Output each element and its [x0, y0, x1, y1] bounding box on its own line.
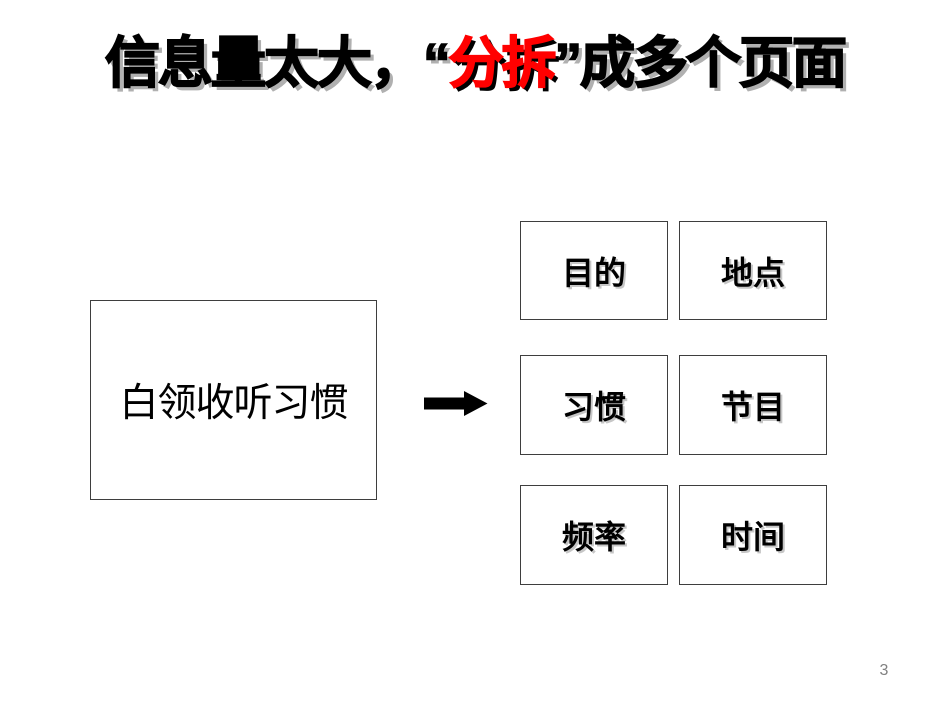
- right-arrow-icon: [424, 390, 488, 417]
- split-box-label: 地点: [720, 254, 785, 291]
- split-box-purpose: 目的: [520, 221, 668, 320]
- split-box-label: 时间: [720, 519, 785, 555]
- source-box: 白领收听习惯: [90, 300, 377, 500]
- title-prefix: 信息量太大，: [104, 31, 426, 95]
- page-number: 3: [879, 662, 889, 679]
- source-box-label: 白领收听习惯: [119, 382, 348, 425]
- split-box-label: 目的: [561, 254, 626, 291]
- title-suffix: 成多个页面: [579, 31, 848, 95]
- split-box-habit: 习惯: [520, 355, 668, 455]
- title-quote-open: “: [422, 31, 451, 95]
- split-box-label: 频率: [561, 519, 626, 555]
- split-box-program: 节目: [679, 355, 827, 455]
- split-box-time: 时间: [679, 485, 827, 585]
- split-box-location: 地点: [679, 221, 827, 320]
- split-box-frequency: 频率: [520, 485, 668, 585]
- title-quote-close: ”: [554, 31, 583, 95]
- split-box-label: 节目: [720, 389, 785, 425]
- split-box-label: 习惯: [561, 389, 626, 425]
- slide-title: 信息量太大，“分拆”成多个页面: [0, 30, 950, 96]
- title-highlight: 分拆: [448, 31, 558, 95]
